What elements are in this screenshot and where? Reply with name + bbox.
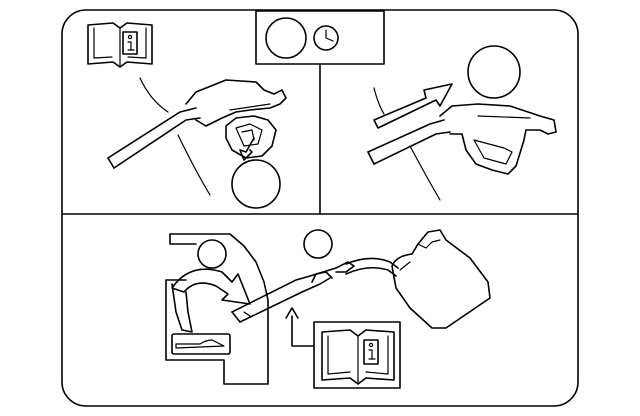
circle-marker-top-right — [467, 45, 521, 99]
clock-icon — [313, 25, 339, 51]
panel-top-right — [367, 45, 557, 201]
panel-top-left — [87, 22, 287, 209]
top-center-box — [255, 10, 385, 65]
manual-book-icon — [87, 22, 153, 68]
circle-marker — [265, 17, 307, 59]
circle-marker-bottom-center — [303, 229, 333, 259]
fuel-canister-icon — [391, 229, 491, 329]
manual-book-icon-bottom — [313, 321, 401, 389]
circle-marker-bottom-left — [197, 239, 227, 269]
arrow-up-icon — [285, 307, 315, 347]
insert-arrow-icon — [373, 83, 453, 129]
circle-marker-top-left — [231, 159, 281, 209]
insert-arrow-bottom-icon — [171, 268, 251, 305]
outer-frame — [61, 9, 579, 407]
panel-bottom — [165, 229, 491, 389]
